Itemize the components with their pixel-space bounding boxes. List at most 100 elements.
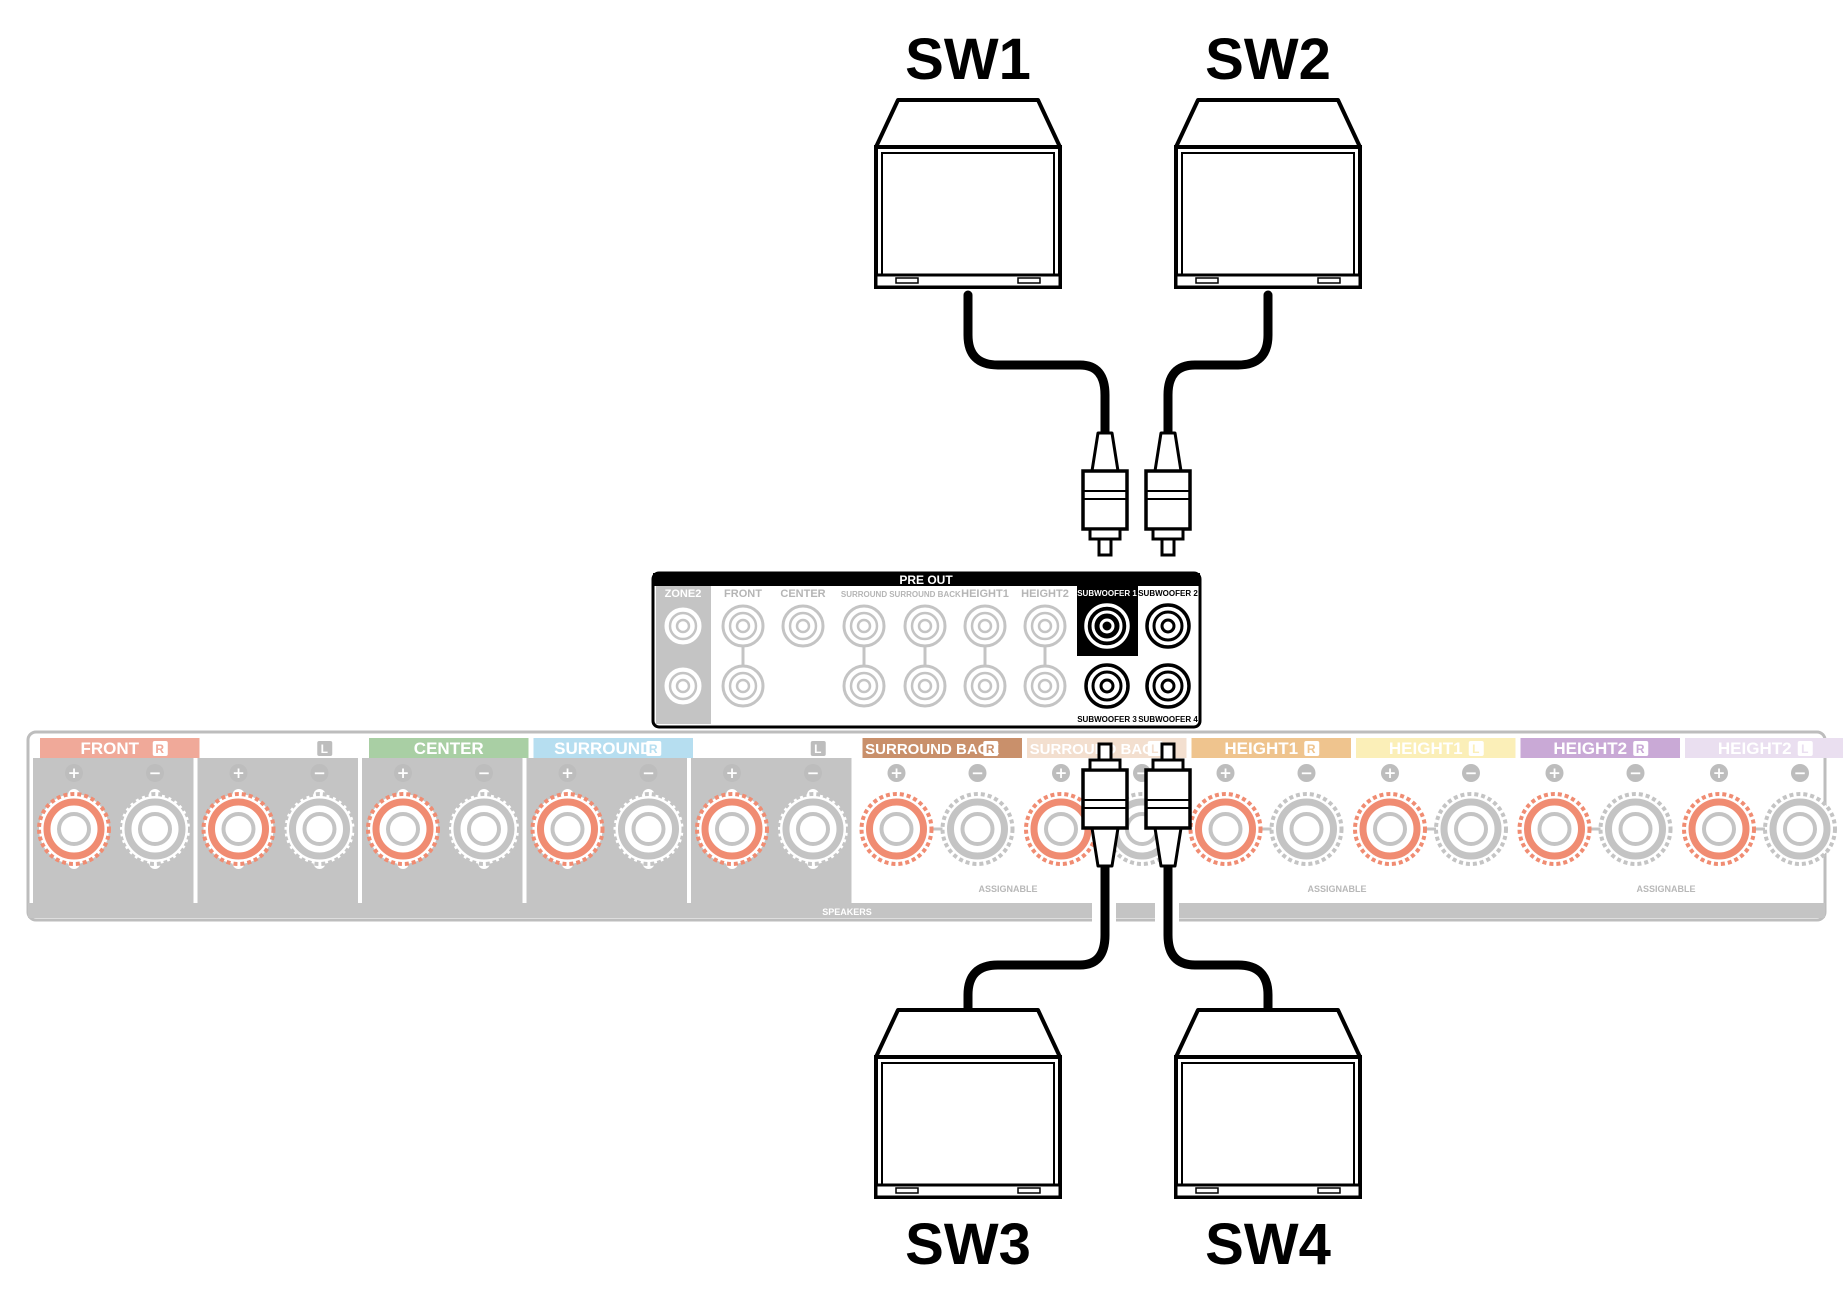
minus-marker (804, 764, 822, 782)
subwoofer-base (1174, 1183, 1362, 1199)
side-badge-label: R (649, 742, 658, 756)
cable-sw1 (963, 290, 1110, 440)
subwoofer-top (1174, 1008, 1362, 1059)
rca-plugs (1081, 431, 1192, 868)
terminal-hole (138, 812, 172, 846)
minus-marker (146, 764, 164, 782)
speaker-group-label: CENTER (414, 739, 484, 758)
minus-marker (968, 764, 987, 782)
preout-jack-pin (977, 618, 993, 634)
subwoofer-jack-pin (1099, 618, 1115, 634)
subwoofer-foot (1017, 277, 1041, 284)
preout-channel-label: CENTER (780, 588, 825, 600)
subwoofer-foot (1317, 1187, 1341, 1194)
preout-channel-label: HEIGHT2 (1021, 588, 1069, 600)
plus-marker (1381, 764, 1399, 782)
terminal-hole (1783, 812, 1817, 846)
side-badge (983, 741, 999, 756)
subwoofer-sw2: SW2 (1174, 27, 1362, 289)
terminal-hole (631, 812, 666, 846)
subwoofer-foot (895, 1187, 919, 1194)
cables (963, 290, 1273, 1015)
plus-symbol: + (232, 764, 245, 782)
minus-marker (310, 764, 329, 782)
subwoofer-base (874, 273, 1062, 289)
speaker-group-label: SURROUND BACK (865, 741, 999, 758)
minus-symbol: − (1465, 764, 1478, 782)
terminal-hole (1702, 812, 1736, 846)
speaker-group-label: SURROUND (554, 739, 652, 758)
plus-marker (394, 764, 412, 782)
plus-marker (723, 764, 741, 782)
sw1-label: SW1 (905, 27, 1031, 92)
side-badge (1468, 741, 1484, 756)
side-badge-label: L (1801, 742, 1808, 756)
preout-jack-pin (917, 678, 933, 694)
subwoofer2-label: SUBWOOFER 2 (1138, 589, 1198, 598)
plus-symbol: + (1219, 764, 1232, 782)
plus-symbol: + (1384, 764, 1397, 782)
terminal-hole (1454, 812, 1488, 846)
terminal-hole (1044, 812, 1078, 846)
speaker-group-label: FRONT (80, 739, 139, 758)
side-badge-label: R (155, 742, 164, 756)
side-badge (1147, 741, 1163, 756)
sw2-label: SW2 (1205, 27, 1331, 92)
side-badge (152, 741, 168, 756)
minus-marker (1791, 764, 1809, 782)
plus-symbol: + (1055, 764, 1068, 782)
plus-marker (1052, 764, 1070, 782)
plus-symbol: + (397, 764, 410, 782)
subwoofer-jack-pin (1160, 678, 1176, 694)
subwoofer-grille (881, 152, 1055, 276)
rca-plug (1081, 431, 1129, 557)
subwoofer-top (874, 98, 1062, 149)
subwoofer-sw3: SW3 (874, 1008, 1062, 1277)
terminal-hole (467, 812, 501, 846)
minus-symbol: − (971, 764, 984, 782)
cable-sw4 (1163, 859, 1273, 1015)
side-badge (1797, 741, 1813, 756)
terminal-hole (1208, 812, 1243, 846)
speaker-group-label: HEIGHT1 (1389, 739, 1463, 758)
sw4-label: SW4 (1205, 1212, 1331, 1277)
rca-plug (1144, 431, 1192, 557)
preout-jack-pin (917, 618, 933, 634)
subwoofer-foot (1195, 277, 1219, 284)
minus-symbol: − (1629, 764, 1642, 782)
plus-symbol: + (1713, 764, 1726, 782)
preout-jack-pin (795, 618, 811, 634)
speaker-group-header (369, 738, 529, 758)
terminal-hole (796, 812, 830, 846)
side-badge (810, 741, 826, 756)
plug-boot (1090, 431, 1120, 473)
preout-title: PRE OUT (899, 573, 953, 587)
terminal-hole (1289, 812, 1324, 846)
plus-symbol: + (726, 764, 739, 782)
minus-symbol: − (149, 764, 162, 782)
terminal-hole (57, 812, 91, 846)
side-badge (317, 741, 333, 756)
speaker-group-label: SURROUND BACK (1030, 741, 1164, 758)
terminal-hole (386, 812, 420, 846)
minus-symbol: − (1300, 764, 1313, 782)
minus-marker (639, 764, 658, 782)
subwoofer-base (874, 1183, 1062, 1199)
plus-marker (558, 764, 577, 782)
preout-channel-label: HEIGHT1 (961, 588, 1009, 600)
terminal-hole (879, 812, 914, 846)
rca-plug (1081, 742, 1129, 868)
speaker-group-label: SURROUND (719, 739, 817, 758)
subwoofer-foot (1317, 277, 1341, 284)
minus-symbol: − (642, 764, 655, 782)
preout-jack-pin (977, 678, 993, 694)
speaker-group-label: HEIGHT1 (1224, 739, 1298, 758)
cable-sw3 (963, 859, 1110, 1015)
zone2-label: ZONE2 (665, 588, 702, 600)
terminal-hole (715, 812, 749, 846)
plus-marker (1216, 764, 1235, 782)
subwoofer4-label: SUBWOOFER 4 (1138, 715, 1198, 724)
